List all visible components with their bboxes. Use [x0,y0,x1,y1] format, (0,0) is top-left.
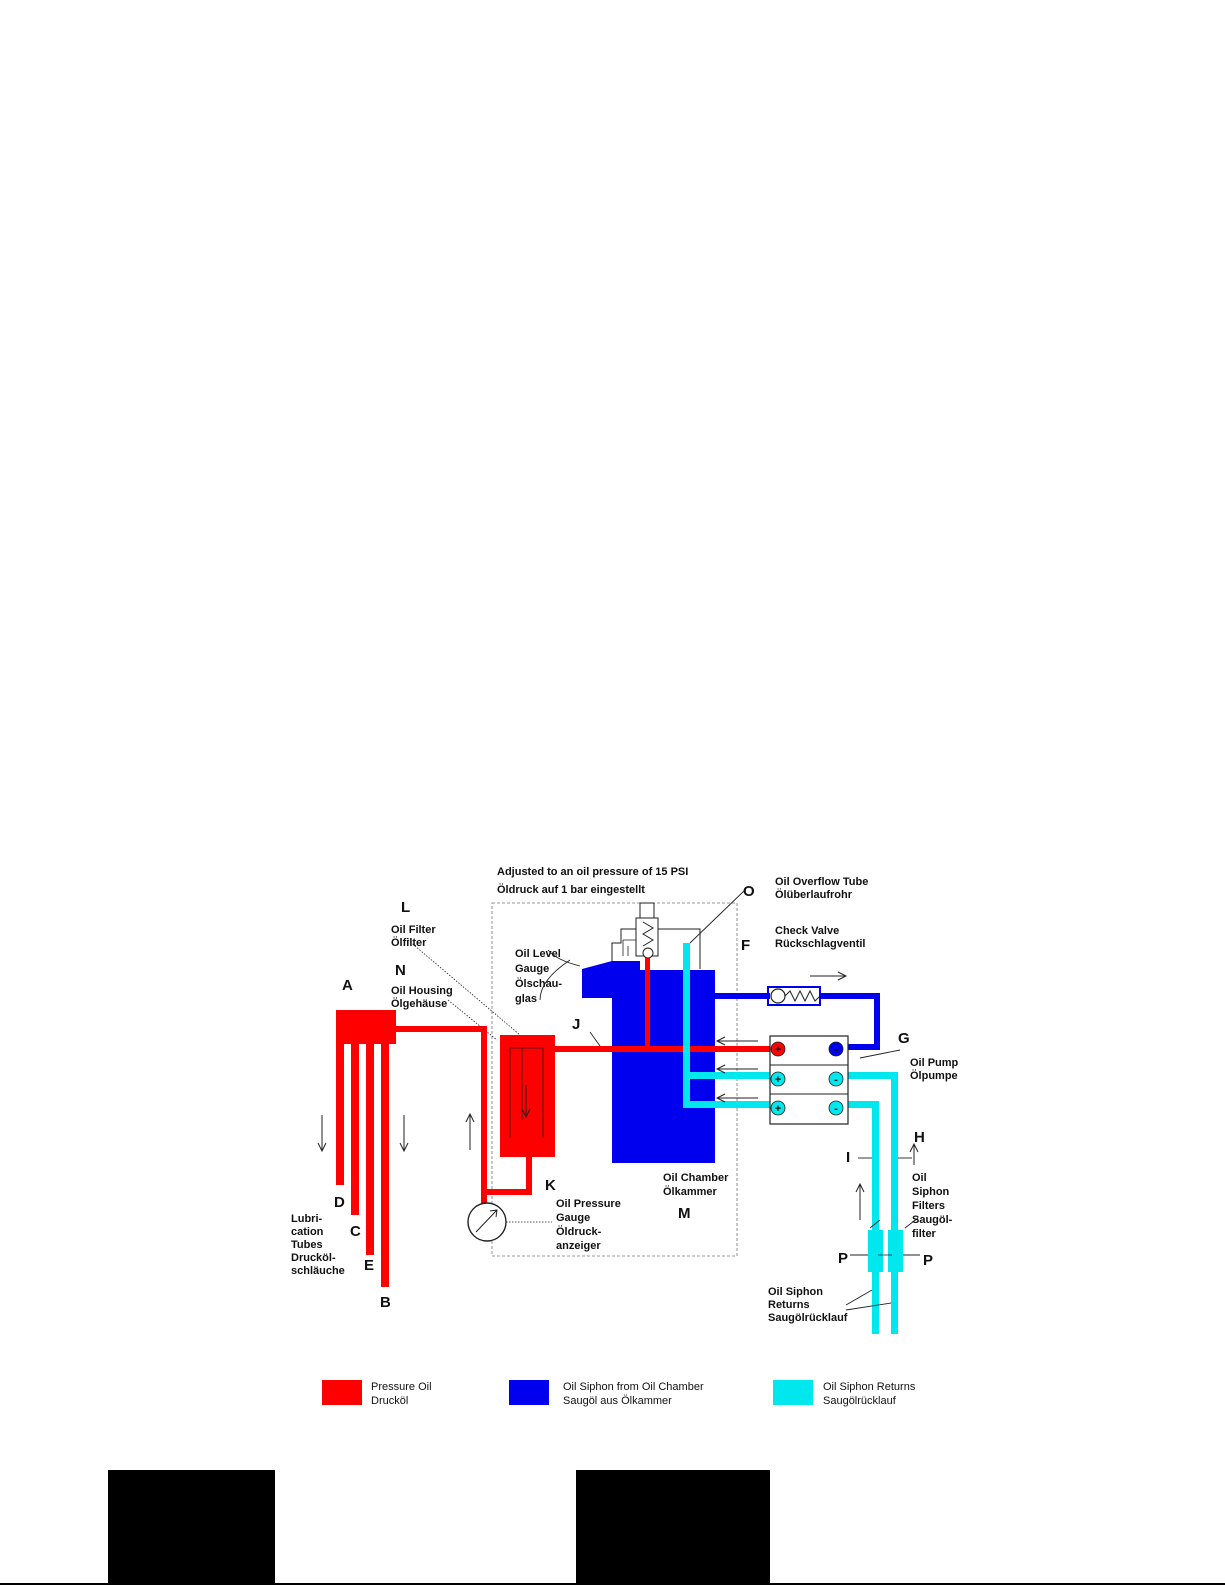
flow-arrows [317,971,919,1220]
label-lubrication: Tubes [291,1239,323,1251]
label-lubrication: Drucköl- [291,1252,336,1264]
label-check-valve: Rückschlagventil [775,938,865,950]
label-oil-housing: Oil Housing [391,985,453,997]
legend-label: Saugölrücklauf [823,1395,897,1407]
return-circuit [683,943,903,1334]
black-block-right [576,1470,770,1585]
marker-D: D [334,1194,345,1211]
label-siphon-filters: Filters [912,1200,945,1212]
oil-pump: + - + - + - [769,1035,849,1125]
marker-K: K [545,1177,556,1194]
pump-sign: + [775,1103,781,1115]
title-de: Öldruck auf 1 bar eingestellt [497,883,645,896]
label-level-gauge: glas [515,993,537,1005]
marker-J: J [572,1016,580,1033]
bottom-rule [0,1583,1225,1585]
label-overflow: Oil Overflow Tube [775,876,868,888]
label-siphon-filters: Oil [912,1172,927,1184]
label-oil-pump: Ölpumpe [910,1069,958,1082]
title-en: Adjusted to an oil pressure of 15 PSI [497,866,688,878]
legend-label: Saugöl aus Ölkammer [563,1395,672,1407]
check-valve [767,986,821,1006]
label-overflow: Ölüberlaufrohr [775,888,853,901]
label-oil-pump: Oil Pump [910,1057,959,1069]
oil-chamber-tank [582,961,715,1163]
legend-swatch-siphon [509,1380,549,1405]
leader-lines [407,889,920,1311]
label-oil-filter: Ölfilter [391,936,427,949]
legend-swatch-returns [773,1380,813,1405]
label-lubrication: schläuche [291,1265,345,1277]
pump-sign: + [775,1044,781,1056]
label-chamber: Oil Chamber [663,1172,729,1184]
label-oil-filter: Oil Filter [391,924,436,936]
sight-glass [611,928,701,969]
label-lubrication: cation [291,1226,324,1238]
marker-O: O [743,883,755,900]
marker-P: P [838,1250,848,1267]
legend-swatch-pressure [322,1380,362,1405]
label-check-valve: Check Valve [775,925,839,937]
marker-L: L [401,899,410,916]
filter-element [509,1047,544,1138]
label-pressure-gauge: Gauge [556,1212,590,1224]
label-siphon-filters: filter [912,1228,937,1240]
pump-sign: + [775,1074,781,1086]
label-pressure-gauge: Öldruck- [556,1225,602,1238]
siphon-circuit [715,993,880,1050]
pressure-gauge [467,1202,507,1242]
label-siphon-returns: Saugölrücklauf [768,1312,848,1324]
label-siphon-returns: Oil Siphon [768,1286,823,1298]
label-level-gauge: Gauge [515,963,549,975]
legend-label: Drucköl [371,1395,408,1407]
marker-M: M [678,1205,691,1222]
marker-P: P [923,1252,933,1269]
label-siphon-filters: Siphon [912,1186,950,1198]
label-siphon-returns: Returns [768,1299,810,1311]
marker-I: I [846,1149,850,1166]
marker-H: H [914,1129,925,1146]
label-siphon-filters: Saugöl- [912,1214,953,1226]
marker-E: E [364,1257,374,1274]
label-chamber: Ölkammer [663,1185,718,1198]
pump-sign: - [834,1044,838,1056]
marker-G: G [898,1030,910,1047]
pump-sign: - [834,1074,838,1086]
marker-A: A [342,977,353,994]
marker-F: F [741,937,750,954]
relief-valve [622,902,659,959]
label-oil-housing: Ölgehäuse [391,997,447,1010]
housing-frame [491,902,738,1257]
pressure-circuit [336,958,770,1287]
label-level-gauge: Ölschau- [515,977,562,990]
legend-label: Pressure Oil [371,1381,432,1393]
pump-sign: - [834,1103,838,1115]
label-lubrication: Lubri- [291,1213,322,1225]
legend-label: Oil Siphon Returns [823,1381,916,1393]
marker-C: C [350,1223,361,1240]
marker-B: B [380,1294,391,1311]
legend: Pressure Oil Drucköl Oil Siphon from Oil… [322,1380,916,1407]
label-level-gauge: Oil Level [515,948,561,960]
marker-N: N [395,962,406,979]
legend-label: Oil Siphon from Oil Chamber [563,1381,704,1393]
label-pressure-gauge: anzeiger [556,1240,601,1252]
black-block-left [108,1470,275,1585]
label-pressure-gauge: Oil Pressure [556,1198,621,1210]
